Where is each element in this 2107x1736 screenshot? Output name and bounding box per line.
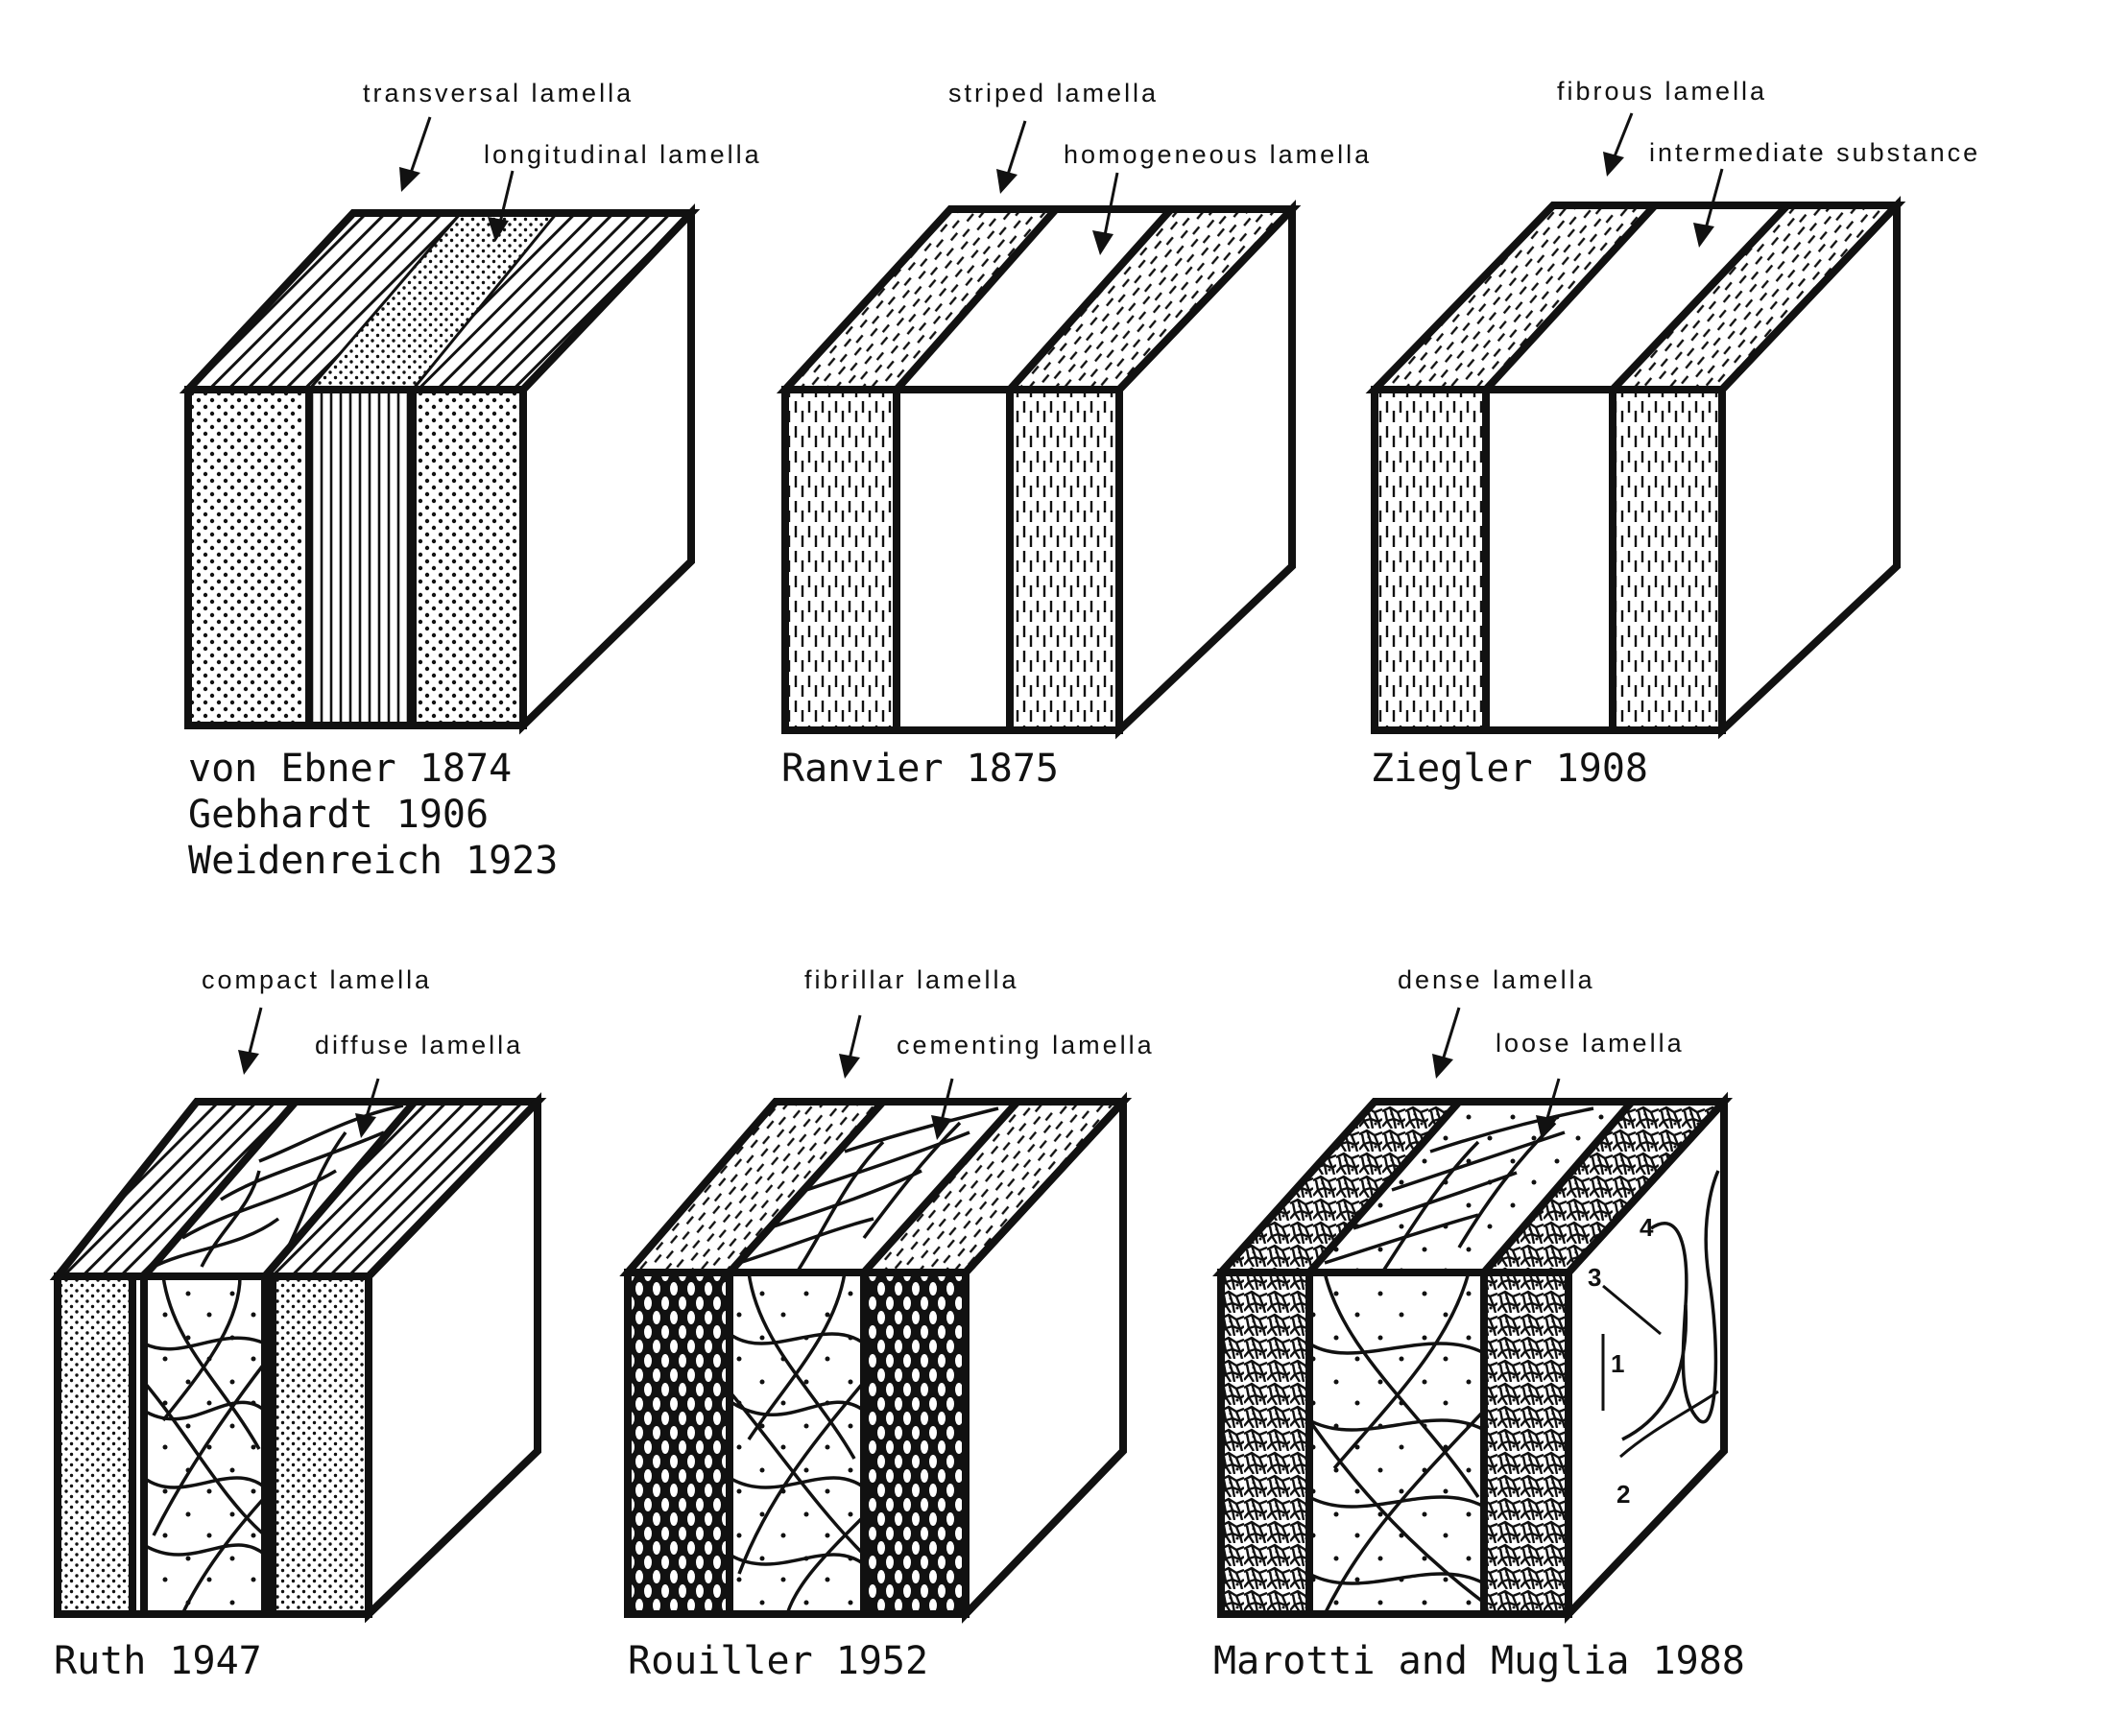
front-strip-ovals-left xyxy=(628,1272,730,1614)
front-strip-striped-left xyxy=(785,390,897,730)
top-strip-1 xyxy=(1375,205,1655,390)
front-strip-vertical-lines xyxy=(309,390,413,725)
label-diffuse: diffuse lamella xyxy=(315,1031,523,1059)
labels: transversal lamella longitudinal lamella… xyxy=(202,77,1980,1509)
front-strip-loose xyxy=(1309,1272,1484,1614)
caption-marotti: Marotti and Muglia 1988 xyxy=(1213,1639,1745,1683)
front-strip-fibrous-left xyxy=(1375,390,1486,730)
front-strip-striped-right xyxy=(1010,390,1119,730)
arrow-transversal xyxy=(399,116,432,192)
top-strip-3 xyxy=(1010,209,1292,390)
marker-3: 3 xyxy=(1588,1263,1601,1292)
top-strip-3 xyxy=(265,1102,538,1276)
arrow-intermediate xyxy=(1693,168,1724,248)
label-cementing: cementing lamella xyxy=(897,1031,1155,1059)
diffuse-network-top xyxy=(153,1104,404,1269)
top-strip-1 xyxy=(785,209,1056,390)
top-strip-1 xyxy=(628,1102,883,1272)
arrow-loose xyxy=(1536,1078,1561,1140)
top-strip-1 xyxy=(1221,1102,1459,1272)
arrow-dense xyxy=(1432,1007,1461,1079)
arrow-striped xyxy=(996,120,1027,194)
top-strip-2 xyxy=(144,1102,415,1276)
caption-rouiller: Rouiller 1952 xyxy=(628,1639,928,1683)
label-fibrous: fibrous lamella xyxy=(1557,77,1767,106)
top-strip-1 xyxy=(188,213,461,390)
top-strip-3 xyxy=(1613,205,1897,390)
label-transversal: transversal lamella xyxy=(363,79,634,107)
front-strip-dotted-right xyxy=(273,1276,369,1614)
side-face-fiber-sketch xyxy=(1601,1170,1720,1459)
marker-1: 1 xyxy=(1611,1349,1624,1378)
front-strip-fibrous-right xyxy=(1613,390,1722,730)
front-strip-dense-left xyxy=(1221,1272,1309,1614)
block-ranvier xyxy=(776,120,1302,740)
top-strip-2 xyxy=(309,213,557,390)
caption-von-ebner: von Ebner 1874 xyxy=(188,747,512,791)
label-longitudinal: longitudinal lamella xyxy=(484,140,762,169)
arrow-cementing xyxy=(931,1078,954,1140)
front-strip-dotted-left xyxy=(58,1276,132,1614)
front-strip-dotted-right xyxy=(413,390,523,725)
caption-ziegler: Ziegler 1908 xyxy=(1371,747,1648,791)
block-ziegler xyxy=(1365,112,1906,740)
block-von-ebner xyxy=(179,116,701,735)
arrow-homogeneous xyxy=(1092,172,1119,255)
marker-2: 2 xyxy=(1616,1480,1630,1509)
label-compact: compact lamella xyxy=(202,965,432,994)
caption-weidenreich: Weidenreich 1923 xyxy=(188,839,558,883)
cementing-network-front xyxy=(728,1272,866,1615)
label-loose: loose lamella xyxy=(1496,1029,1685,1058)
top-strip-2 xyxy=(730,1102,1018,1272)
block-rouiller xyxy=(619,1014,1133,1624)
label-intermediate: intermediate substance xyxy=(1649,138,1980,167)
label-striped: striped lamella xyxy=(948,79,1159,107)
block-marotti xyxy=(1212,1007,1734,1624)
label-fibrillar: fibrillar lamella xyxy=(804,965,1019,994)
arrow-diffuse xyxy=(355,1078,380,1138)
label-dense: dense lamella xyxy=(1398,965,1595,994)
cementing-network-top xyxy=(738,1106,999,1273)
front-strip-ovals-right xyxy=(864,1272,966,1614)
top-strip-3 xyxy=(864,1102,1123,1272)
diffuse-network-front xyxy=(142,1275,267,1615)
top-strip-3 xyxy=(1484,1102,1724,1272)
captions: von Ebner 1874 Gebhardt 1906 Weidenreich… xyxy=(54,747,1745,1683)
front-strip-dotted-left xyxy=(188,390,301,725)
arrow-longitudinal xyxy=(488,170,515,242)
label-homogeneous: homogeneous lamella xyxy=(1064,140,1372,169)
caption-gebhardt: Gebhardt 1906 xyxy=(188,793,489,837)
front-strip-cementing xyxy=(730,1272,864,1614)
caption-ranvier: Ranvier 1875 xyxy=(781,747,1059,791)
front-strip-dense-right xyxy=(1484,1272,1568,1614)
loose-network-front xyxy=(1307,1272,1486,1615)
caption-ruth: Ruth 1947 xyxy=(54,1639,262,1683)
arrow-fibrillar xyxy=(839,1014,862,1079)
arrow-fibrous xyxy=(1603,112,1634,177)
marker-4: 4 xyxy=(1640,1213,1654,1242)
arrow-compact xyxy=(238,1007,263,1075)
top-strip-1 xyxy=(58,1102,296,1276)
block-ruth xyxy=(49,1007,547,1624)
top-strip-3 xyxy=(413,213,691,390)
